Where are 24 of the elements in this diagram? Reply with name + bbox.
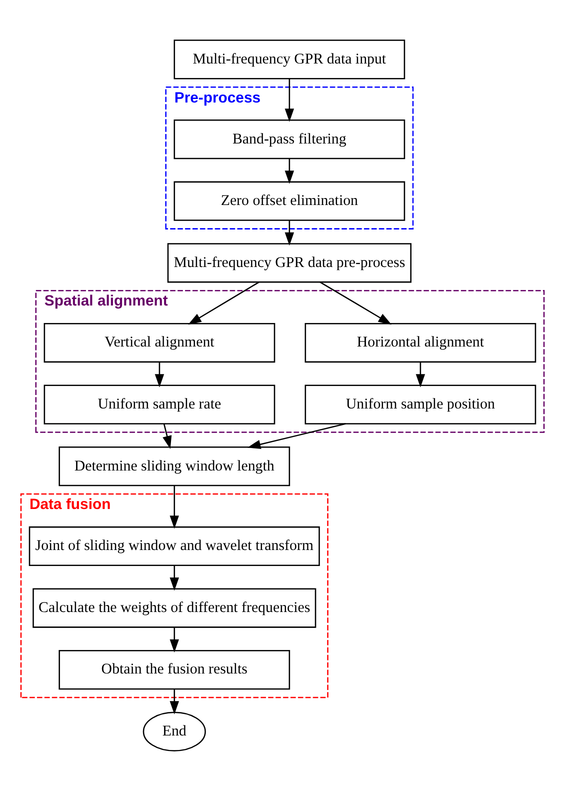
- node-ellipse: End: [142, 712, 206, 752]
- node-box: Horizontal alignment: [304, 322, 536, 363]
- arrow: [284, 158, 294, 184]
- arrow: [416, 362, 426, 388]
- node-box: Joint of sliding window and wavelet transform: [28, 526, 320, 566]
- node-box: Band-pass filtering: [174, 120, 406, 160]
- arrow: [284, 220, 294, 246]
- node-box: Multi-frequency GPR data pre-process: [167, 243, 412, 283]
- node-box: Zero offset elimination: [174, 181, 406, 221]
- arrow: [170, 566, 180, 591]
- node-box: Obtain the fusion results: [58, 650, 290, 690]
- arrow: [284, 78, 294, 122]
- arrow: [170, 689, 180, 714]
- arrow: [154, 362, 164, 388]
- arrow: [188, 282, 260, 325]
- arrow: [170, 627, 180, 653]
- node-box: Multi-frequency GPR data input: [174, 40, 406, 80]
- node-box: Uniform sample position: [304, 384, 536, 424]
- node-box: Calculate the weights of different frequencies: [32, 588, 316, 628]
- arrow: [162, 424, 172, 450]
- node-box: Uniform sample rate: [44, 384, 276, 424]
- node-box: Vertical alignment: [44, 322, 276, 363]
- arrow: [170, 486, 180, 529]
- node-box: Determine sliding window length: [58, 446, 290, 486]
